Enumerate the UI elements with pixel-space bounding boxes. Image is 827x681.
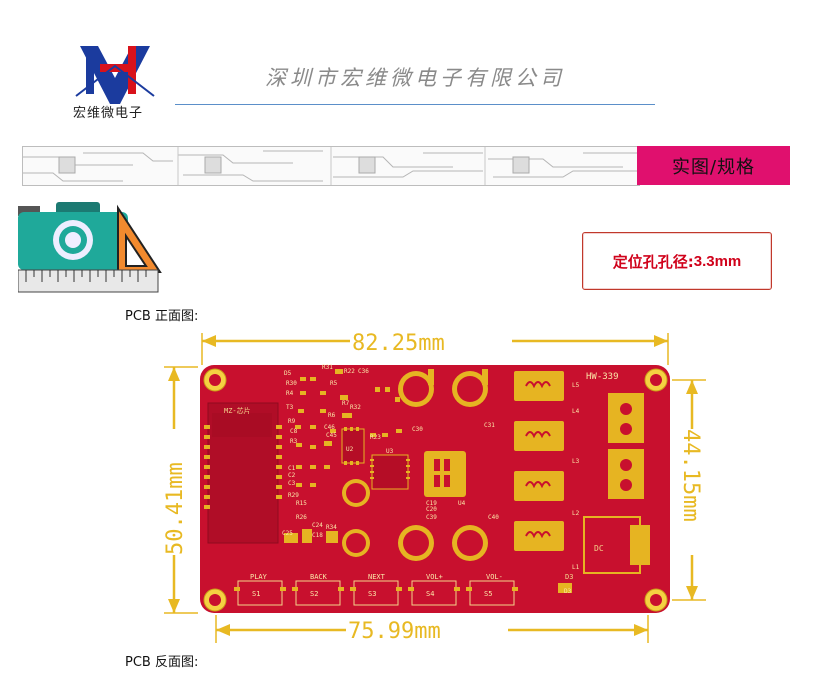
silk-label: R15	[296, 500, 307, 507]
switch-label: S2	[310, 590, 318, 598]
silk-label: C45	[326, 432, 337, 439]
silk-label: U4	[458, 500, 466, 507]
ruler-icon	[18, 269, 159, 293]
switch-function-label: BACK	[310, 573, 328, 581]
mz-label: MZ-芯片	[224, 406, 251, 415]
silk-label: C19	[426, 500, 437, 507]
header-divider	[175, 104, 655, 105]
inductors	[514, 371, 564, 551]
silk-label: R3	[290, 438, 298, 445]
silk-label: D5	[284, 370, 292, 377]
electrolytic-capacitors	[342, 369, 488, 561]
hw-logo-icon	[75, 46, 155, 104]
silk-label: U3	[386, 448, 394, 455]
silk-label: L1	[572, 564, 580, 571]
silk-label: T3	[286, 404, 294, 411]
model-label: HW-339	[586, 372, 619, 382]
silk-label: R26	[296, 514, 307, 521]
dimension-left: 50.41mm	[163, 462, 188, 555]
silk-label: C39	[426, 514, 437, 521]
silk-label: C18	[312, 532, 323, 539]
silk-label: C40	[488, 514, 499, 521]
company-name: 深圳市宏维微电子有限公司	[265, 66, 565, 90]
switch-function-label: VOL-	[486, 573, 503, 581]
silk-label: R4	[286, 390, 294, 397]
silk-label: R7	[342, 400, 350, 407]
circuit-pattern	[23, 147, 639, 185]
silk-label: L4	[572, 408, 580, 415]
logo-text: 宏维微电子	[73, 106, 144, 121]
svg-text:DC: DC	[594, 544, 604, 553]
output-terminals	[608, 393, 644, 499]
back-caption: PCB 反面图:	[125, 655, 199, 670]
dimension-bottom: 75.99mm	[348, 619, 441, 644]
pcb-front-image: MZ-芯片	[160, 325, 715, 650]
silk-label: R6	[328, 412, 336, 419]
hole-value: 3.3mm	[693, 252, 742, 270]
silk-label: C24	[312, 522, 323, 529]
silk-label: R9	[288, 418, 296, 425]
dimension-right: 44.15mm	[678, 429, 703, 522]
switch-label: S5	[484, 590, 492, 598]
silk-label: R32	[350, 404, 361, 411]
silk-label: D3	[564, 588, 572, 595]
silk-label: C30	[412, 426, 423, 433]
hole-label: 定位孔孔径:	[612, 252, 694, 271]
silk-label: C3	[288, 480, 296, 487]
silk-label: C31	[484, 422, 495, 429]
switch-label: S4	[426, 590, 434, 598]
silk-label: U2	[346, 446, 354, 453]
circuit-banner	[22, 146, 640, 186]
silk-label: C2	[288, 472, 296, 479]
silk-label: R22	[344, 368, 355, 375]
silk-label: R34	[326, 524, 337, 531]
silk-label: L2	[572, 510, 580, 517]
switch-function-label: NEXT	[368, 573, 386, 581]
switch-label: S1	[252, 590, 260, 598]
switch-function-label: VOL+	[426, 573, 443, 581]
silk-label: R29	[288, 492, 299, 499]
silk-label: C46	[324, 424, 335, 431]
camera-icon	[18, 202, 162, 293]
silk-label: R31	[322, 364, 333, 371]
silk-label: R5	[330, 380, 338, 387]
front-caption: PCB 正面图:	[125, 309, 199, 324]
silk-label: C36	[358, 368, 369, 375]
silk-label: L3	[572, 458, 580, 465]
dimension-top: 82.25mm	[352, 331, 445, 356]
silk-label: R30	[286, 380, 297, 387]
tact-switches	[234, 580, 518, 606]
silk-label: C8	[290, 428, 298, 435]
banner-tag: 实图/规格	[637, 146, 790, 185]
silk-label: C1	[288, 465, 296, 472]
silk-label: L5	[572, 382, 580, 389]
switch-function-label: PLAY	[250, 573, 268, 581]
switch-label: S3	[368, 590, 376, 598]
svg-text:D3: D3	[565, 573, 573, 581]
hole-diameter-spec: 定位孔孔径: 3.3mm	[582, 232, 772, 290]
silk-label: C25	[282, 530, 293, 537]
silk-label: C20	[426, 506, 437, 513]
silk-label: R23	[370, 434, 381, 441]
